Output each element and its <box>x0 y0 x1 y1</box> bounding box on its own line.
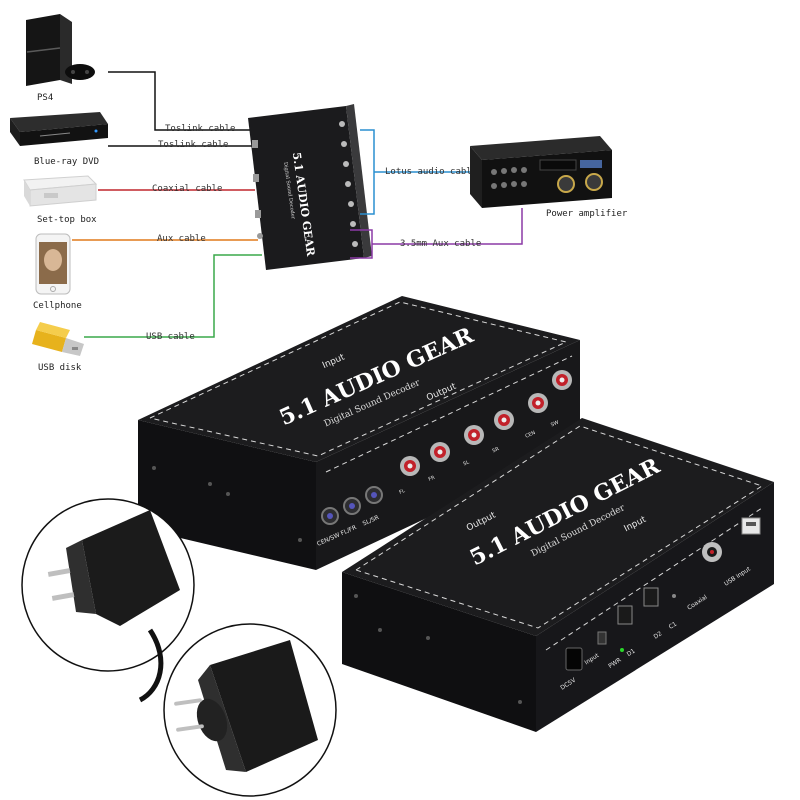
rca-jack-sl <box>464 425 484 445</box>
rca-label-cen: CEN <box>524 430 536 440</box>
cellphone-icon <box>35 233 71 295</box>
us-plug-adapter-icon <box>21 498 195 703</box>
toslink-cable-1 <box>108 71 258 131</box>
cable-label-usb: USB cable <box>146 332 195 342</box>
decoder-output-jacks <box>339 121 358 247</box>
source-label-bluray: Blue-ray DVD <box>34 157 99 167</box>
decoder-front-view: 5.1 AUDIO GEAR Digital Sound Decoder Out… <box>342 418 774 732</box>
power-amplifier-icon <box>470 136 612 208</box>
coaxial-input-jack <box>702 542 722 562</box>
rca-label-sl: SL <box>462 459 470 467</box>
port-label-d2: D2 <box>653 630 664 641</box>
input-select-button <box>597 631 607 645</box>
ps4-console-icon <box>26 14 95 86</box>
rca-label-sr: SR <box>492 446 501 454</box>
cable-label-toslink-2: Toslink cable <box>158 140 228 150</box>
analog-jack-fl-fr <box>343 497 361 515</box>
source-label-settopbox: Set-top box <box>37 215 97 225</box>
dc5v-power-port <box>565 647 583 671</box>
source-label-cellphone: Cellphone <box>33 301 82 311</box>
optical-input-d1 <box>617 605 633 625</box>
source-label-ps4: PS4 <box>37 93 53 103</box>
cable-label-lotus: Lotus audio cable <box>385 167 477 177</box>
cable-label-aux35: 3.5mm Aux cable <box>400 239 481 249</box>
port-label-c1: C1 <box>668 621 679 631</box>
bluray-player-icon <box>10 112 108 146</box>
set-top-box-icon <box>23 175 98 207</box>
cable-label-toslink-1: Toslink cable <box>165 124 235 134</box>
analog-jack-sl-sr <box>365 486 383 504</box>
rca-jack-sw <box>552 370 572 390</box>
rca-label-fl: FL <box>398 488 406 496</box>
rca-jack-sr <box>494 410 514 430</box>
aux35-cable <box>350 208 523 259</box>
cable-label-coaxial: Coaxial cable <box>152 184 222 194</box>
usb-disk-icon <box>32 322 84 356</box>
optical-input-d2 <box>643 587 659 607</box>
decoder-input-ports <box>252 140 263 239</box>
usb-input-port <box>741 517 761 535</box>
rca-jack-fl <box>400 456 420 476</box>
analog-jack-cen-sw <box>321 507 339 525</box>
rca-jack-cen <box>528 393 548 413</box>
usb-cable <box>84 254 262 338</box>
rca-label-sw: SW <box>550 420 560 429</box>
port-label-d1: D1 <box>626 648 637 659</box>
amplifier-label: Power amplifier <box>546 209 628 219</box>
rca-jack-fr <box>430 442 450 462</box>
lotus-audio-cable <box>360 129 470 215</box>
eu-plug-adapter-icon <box>163 623 337 797</box>
cable-label-aux: Aux cable <box>157 234 206 244</box>
decoder-rear-view: 5.1 AUDIO GEAR Digital Sound Decoder Inp… <box>138 296 580 570</box>
decoder-top-view: 5.1 AUDIO GEAR Digital Sound Decoder <box>248 104 372 270</box>
source-label-usbdisk: USB disk <box>38 363 82 373</box>
rca-label-fr: FR <box>428 475 437 483</box>
